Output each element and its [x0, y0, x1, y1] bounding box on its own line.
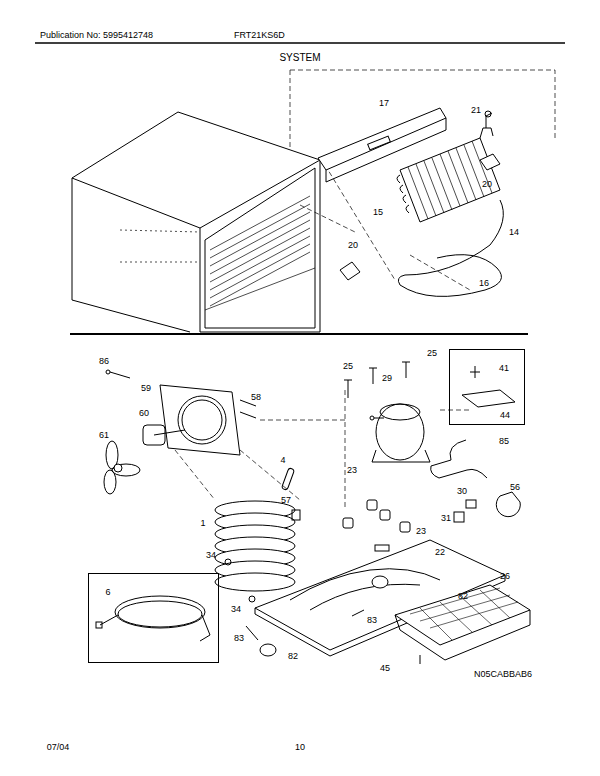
callout-number: 20: [482, 180, 492, 189]
callout-number: 61: [99, 431, 109, 440]
callout-number: 44: [500, 411, 510, 420]
callout-number: 17: [379, 99, 389, 108]
page-number: 10: [295, 743, 305, 752]
callout-number: 82: [458, 592, 468, 601]
inset-box: 41 44: [449, 349, 525, 425]
callout-number: 16: [479, 279, 489, 288]
callout-number: 20: [348, 241, 358, 250]
callout-number: 23: [416, 527, 426, 536]
inset-box: 6: [88, 573, 219, 663]
figure-code: N05CABBAB6: [474, 670, 532, 679]
publication-number: Publication No: 5995412748: [40, 31, 153, 40]
callout-number: 26: [500, 572, 510, 581]
callout-number: 14: [509, 228, 519, 237]
callout-number: 85: [499, 437, 509, 446]
callout-number: 86: [99, 357, 109, 366]
callout-number: 30: [457, 487, 467, 496]
callout-number: 21: [471, 106, 481, 115]
callout-number: 83: [367, 616, 377, 625]
callout-number: 22: [435, 548, 445, 557]
callout-number: 57: [281, 496, 291, 505]
callout-number: 34: [231, 605, 241, 614]
callout-number: 34: [206, 551, 216, 560]
model-number: FRT21KS6D: [234, 31, 285, 40]
callout-number: 60: [139, 409, 149, 418]
callout-number: 1: [200, 519, 205, 528]
callout-number: 29: [382, 374, 392, 383]
callout-number: 56: [510, 483, 520, 492]
callout-number: 82: [288, 652, 298, 661]
callout-number: 23: [347, 466, 357, 475]
callout-number: 4: [280, 456, 285, 465]
callout-number: 41: [499, 364, 509, 373]
date: 07/04: [47, 743, 70, 752]
callout-number: 15: [373, 208, 383, 217]
callout-number: 25: [343, 362, 353, 371]
callout-number: 58: [251, 393, 261, 402]
callout-number: 83: [234, 634, 244, 643]
callout-number: 25: [427, 349, 437, 358]
callout-number: 6: [105, 588, 110, 597]
callout-number: 45: [380, 664, 390, 673]
callout-number: 31: [441, 514, 451, 523]
diagram-title: SYSTEM: [279, 53, 320, 63]
callout-number: 59: [141, 384, 151, 393]
